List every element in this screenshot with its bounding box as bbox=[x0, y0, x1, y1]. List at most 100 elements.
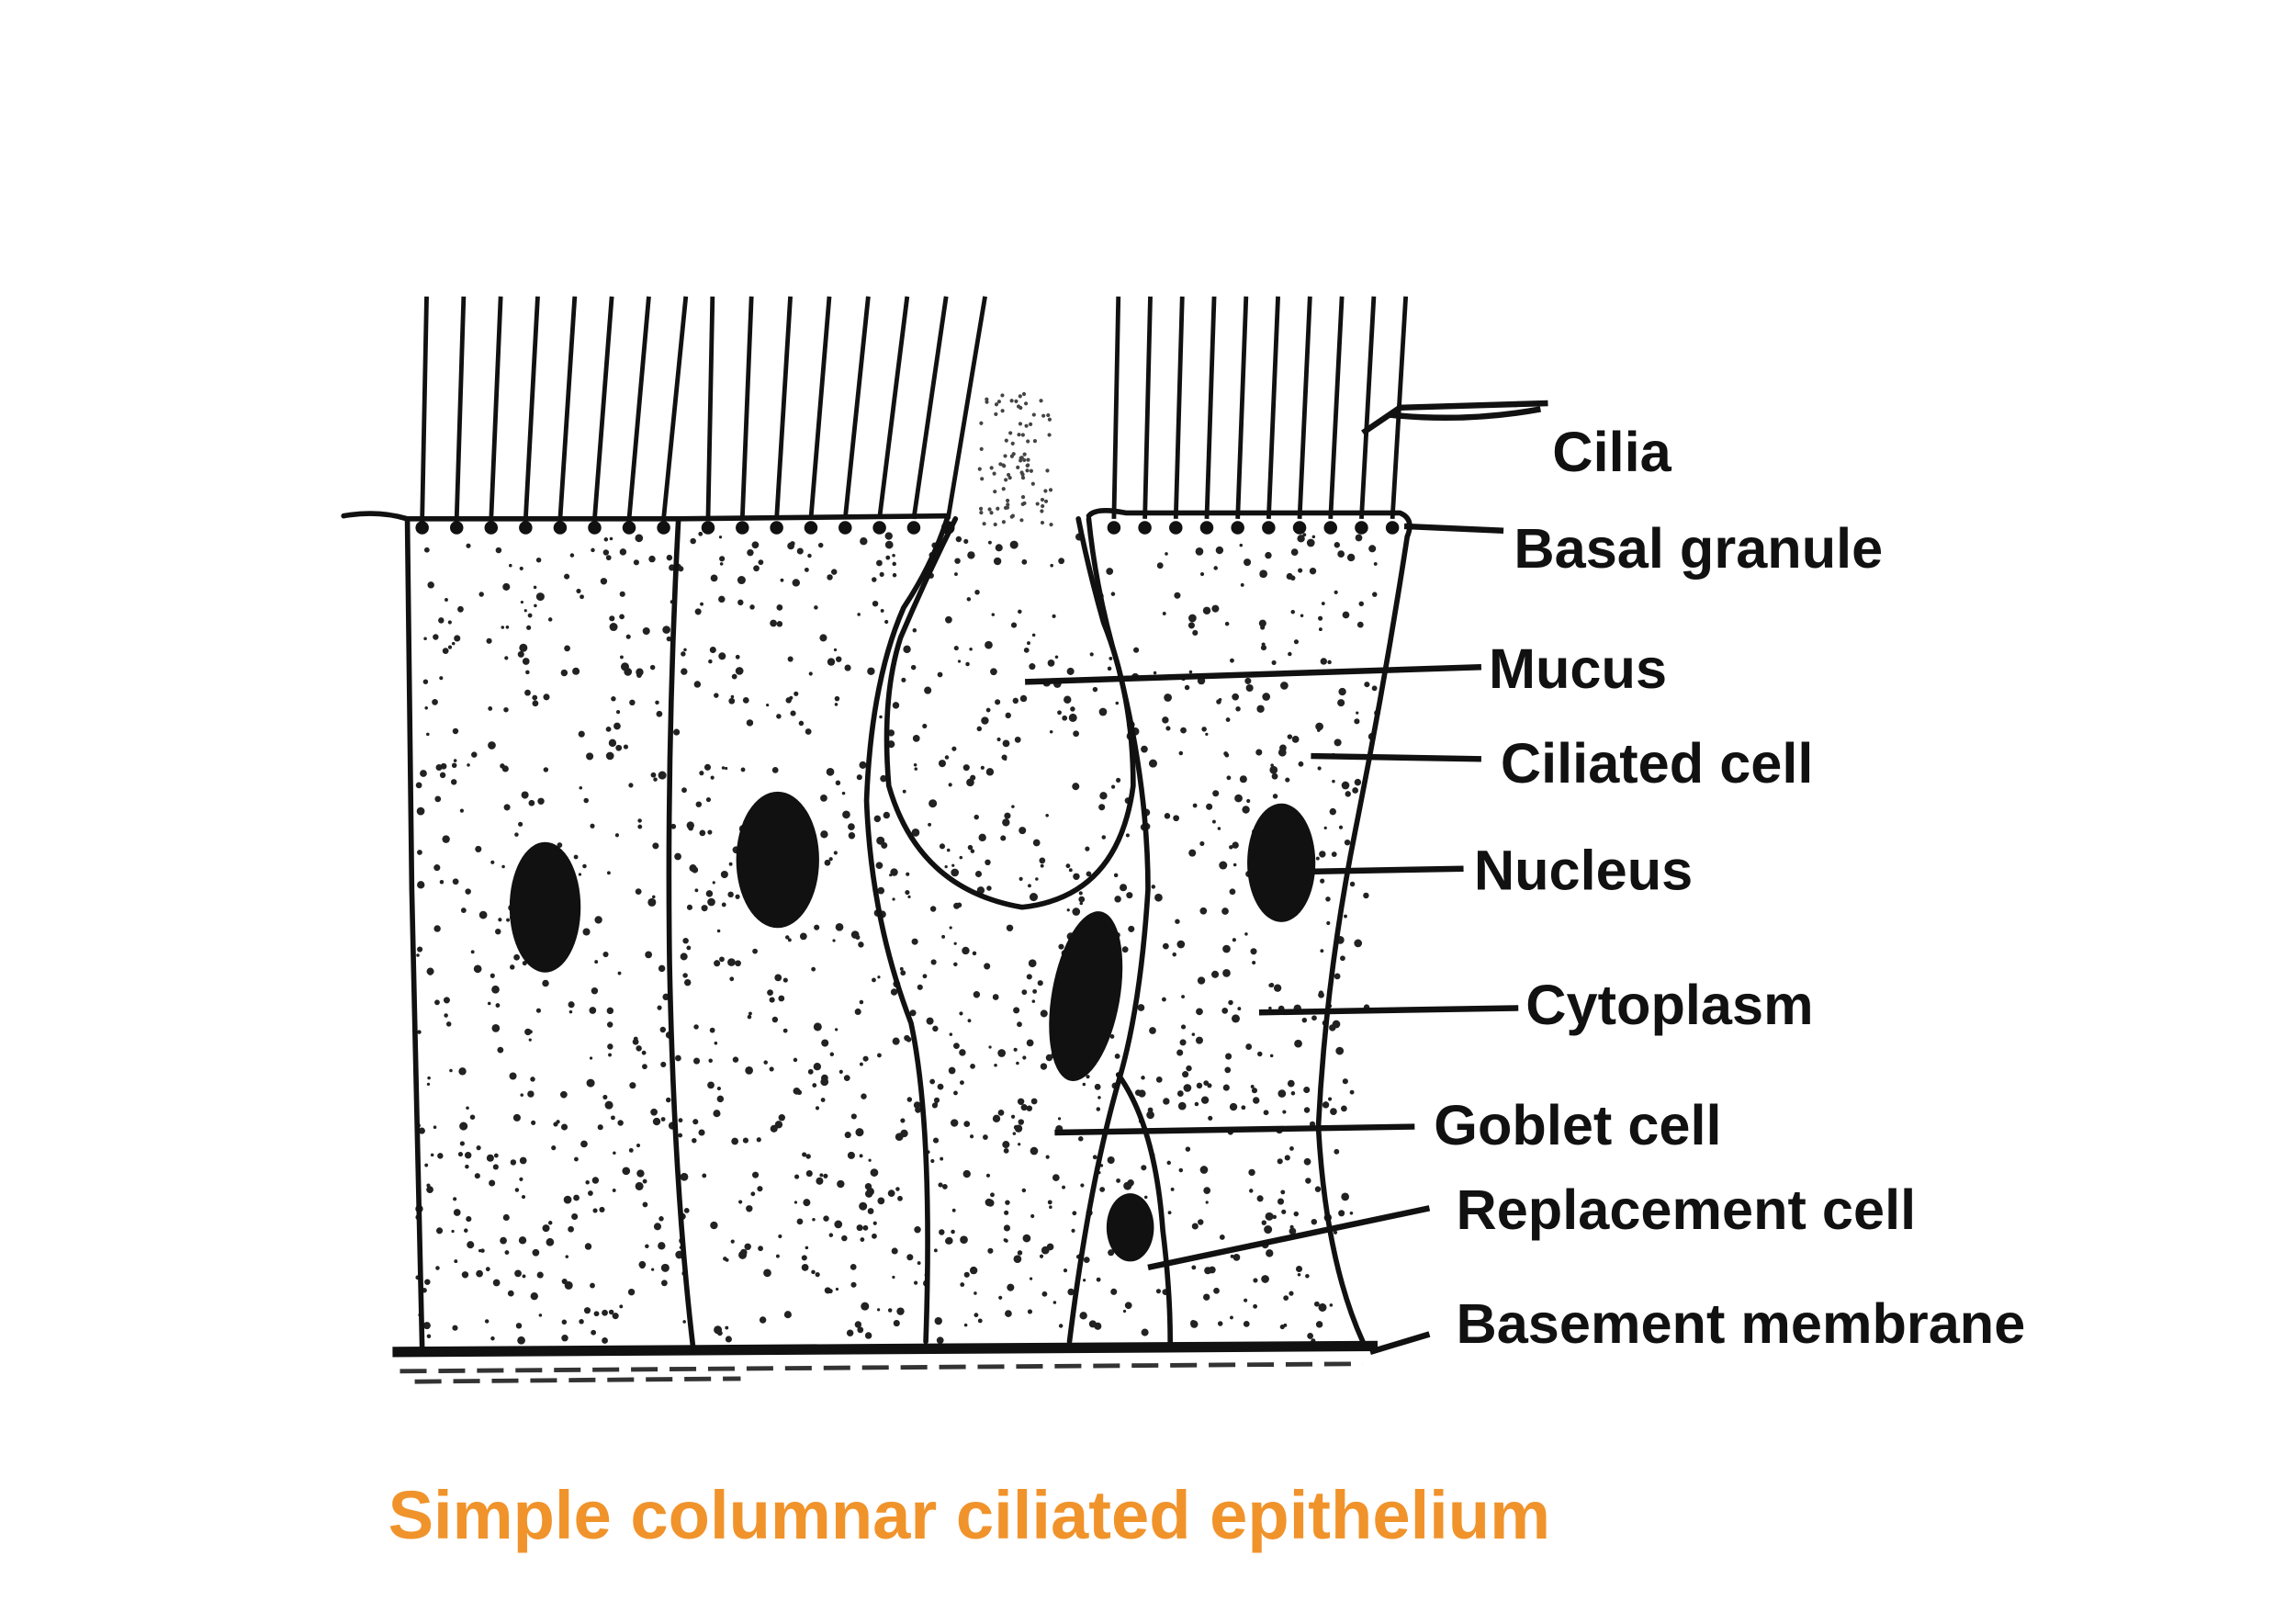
stipple-dot bbox=[1246, 798, 1251, 804]
stipple-dot bbox=[597, 1124, 603, 1131]
stipple-dot bbox=[995, 544, 1003, 552]
stipple-dot bbox=[658, 771, 667, 780]
stipple-dot bbox=[727, 891, 734, 898]
stipple-dot bbox=[1078, 896, 1086, 903]
stipple-dot bbox=[451, 1229, 455, 1234]
stipple-dot bbox=[1188, 670, 1193, 674]
stipple-dot bbox=[753, 565, 760, 572]
stipple-dot bbox=[1111, 784, 1116, 789]
stipple-dot bbox=[608, 1053, 612, 1057]
stipple-dot bbox=[1340, 955, 1345, 962]
stipple-dot bbox=[934, 1316, 942, 1325]
stipple-dot bbox=[792, 579, 800, 587]
stipple-dot bbox=[859, 1154, 863, 1158]
stipple-dot bbox=[841, 1235, 848, 1242]
stipple-dot bbox=[1197, 976, 1206, 985]
stipple-dot bbox=[515, 1323, 523, 1329]
stipple-dot bbox=[532, 1248, 540, 1257]
stipple-dot bbox=[1099, 792, 1108, 800]
stipple-dot bbox=[1201, 727, 1207, 732]
stipple-dot bbox=[1196, 1008, 1203, 1016]
stipple-dot bbox=[1355, 534, 1363, 542]
stipple-dot bbox=[510, 1159, 517, 1166]
mucus-dot bbox=[1019, 456, 1023, 460]
stipple-dot bbox=[787, 938, 792, 942]
mucus-dot bbox=[979, 446, 984, 451]
stipple-dot bbox=[1052, 1301, 1057, 1304]
stipple-dot bbox=[899, 966, 904, 971]
stipple-dot bbox=[1235, 706, 1241, 712]
stipple-dot bbox=[862, 1055, 869, 1062]
stipple-dot bbox=[887, 729, 895, 737]
diagram-title: Simple columnar ciliated epithelium bbox=[388, 1477, 1550, 1553]
stipple-dot bbox=[914, 1280, 918, 1285]
stipple-dot bbox=[728, 862, 733, 866]
stipple-dot bbox=[1020, 1104, 1028, 1111]
stipple-dot bbox=[712, 881, 715, 885]
stipple-dot bbox=[1153, 671, 1157, 675]
stipple-dot bbox=[917, 1261, 921, 1265]
stipple-dot bbox=[731, 1137, 739, 1145]
stipple-dot bbox=[1208, 1115, 1213, 1121]
stipple-dot bbox=[1305, 1178, 1311, 1184]
stipple-dot bbox=[780, 578, 784, 582]
stipple-dot bbox=[1066, 667, 1075, 675]
mucus-dot bbox=[1048, 488, 1053, 492]
stipple-dot bbox=[1352, 787, 1359, 794]
stipple-dot bbox=[1215, 546, 1224, 555]
stipple-dot bbox=[681, 787, 687, 794]
stipple-dot bbox=[1269, 765, 1278, 774]
stipple-dot bbox=[903, 645, 911, 654]
stipple-dot bbox=[1070, 706, 1075, 712]
stipple-dot bbox=[692, 866, 699, 874]
stipple-dot bbox=[629, 1082, 636, 1089]
stipple-dot bbox=[710, 1221, 718, 1230]
stipple-dot bbox=[959, 1011, 963, 1016]
stipple-dot bbox=[703, 763, 712, 771]
stipple-dot bbox=[1183, 1084, 1192, 1092]
stipple-dot bbox=[495, 928, 501, 935]
stipple-dot bbox=[953, 941, 957, 945]
stipple-dot bbox=[690, 537, 696, 545]
stipple-dot bbox=[876, 559, 883, 567]
stipple-dot bbox=[1026, 974, 1032, 980]
stipple-dot bbox=[1078, 891, 1083, 896]
stipple-dot bbox=[1040, 863, 1044, 868]
stipple-dot bbox=[884, 532, 893, 540]
stipple-dot bbox=[424, 1279, 431, 1285]
nucleus-1 bbox=[509, 841, 581, 973]
stipple-dot bbox=[1083, 1279, 1086, 1282]
stipple-dot bbox=[1258, 619, 1266, 627]
stipple-dot bbox=[692, 1057, 701, 1065]
mucus-dot bbox=[1021, 391, 1027, 397]
stipple-dot bbox=[591, 987, 599, 995]
stipple-dot bbox=[619, 614, 625, 620]
stipple-dot bbox=[1334, 973, 1341, 980]
stipple-dot bbox=[867, 667, 875, 675]
stipple-dot bbox=[698, 1129, 705, 1136]
stipple-dot bbox=[522, 1274, 526, 1279]
stipple-dot bbox=[805, 1246, 809, 1250]
stipple-dot bbox=[1018, 609, 1022, 614]
stipple-dot bbox=[974, 1291, 977, 1295]
stipple-dot bbox=[1297, 1273, 1301, 1277]
stipple-dot bbox=[1177, 1101, 1187, 1111]
stipple-dot bbox=[503, 804, 511, 811]
stipple-dot bbox=[1079, 1312, 1087, 1320]
stipple-dot bbox=[561, 1334, 568, 1342]
stipple-dot bbox=[1371, 685, 1378, 692]
mucus-dot bbox=[1009, 514, 1014, 519]
stipple-dot bbox=[445, 1021, 452, 1027]
stipple-dot bbox=[933, 1097, 940, 1103]
stipple-dot bbox=[642, 1201, 648, 1208]
stipple-dot bbox=[1301, 1017, 1308, 1023]
stipple-dot bbox=[1068, 713, 1077, 722]
stipple-dot bbox=[528, 1030, 533, 1034]
stipple-dot bbox=[423, 637, 427, 641]
stipple-dot bbox=[757, 1186, 763, 1192]
stipple-dot bbox=[1213, 566, 1218, 570]
stipple-dot bbox=[520, 1093, 523, 1097]
stipple-dot bbox=[714, 960, 721, 967]
stipple-dot bbox=[1332, 1020, 1341, 1029]
stipple-dot bbox=[960, 1080, 964, 1086]
